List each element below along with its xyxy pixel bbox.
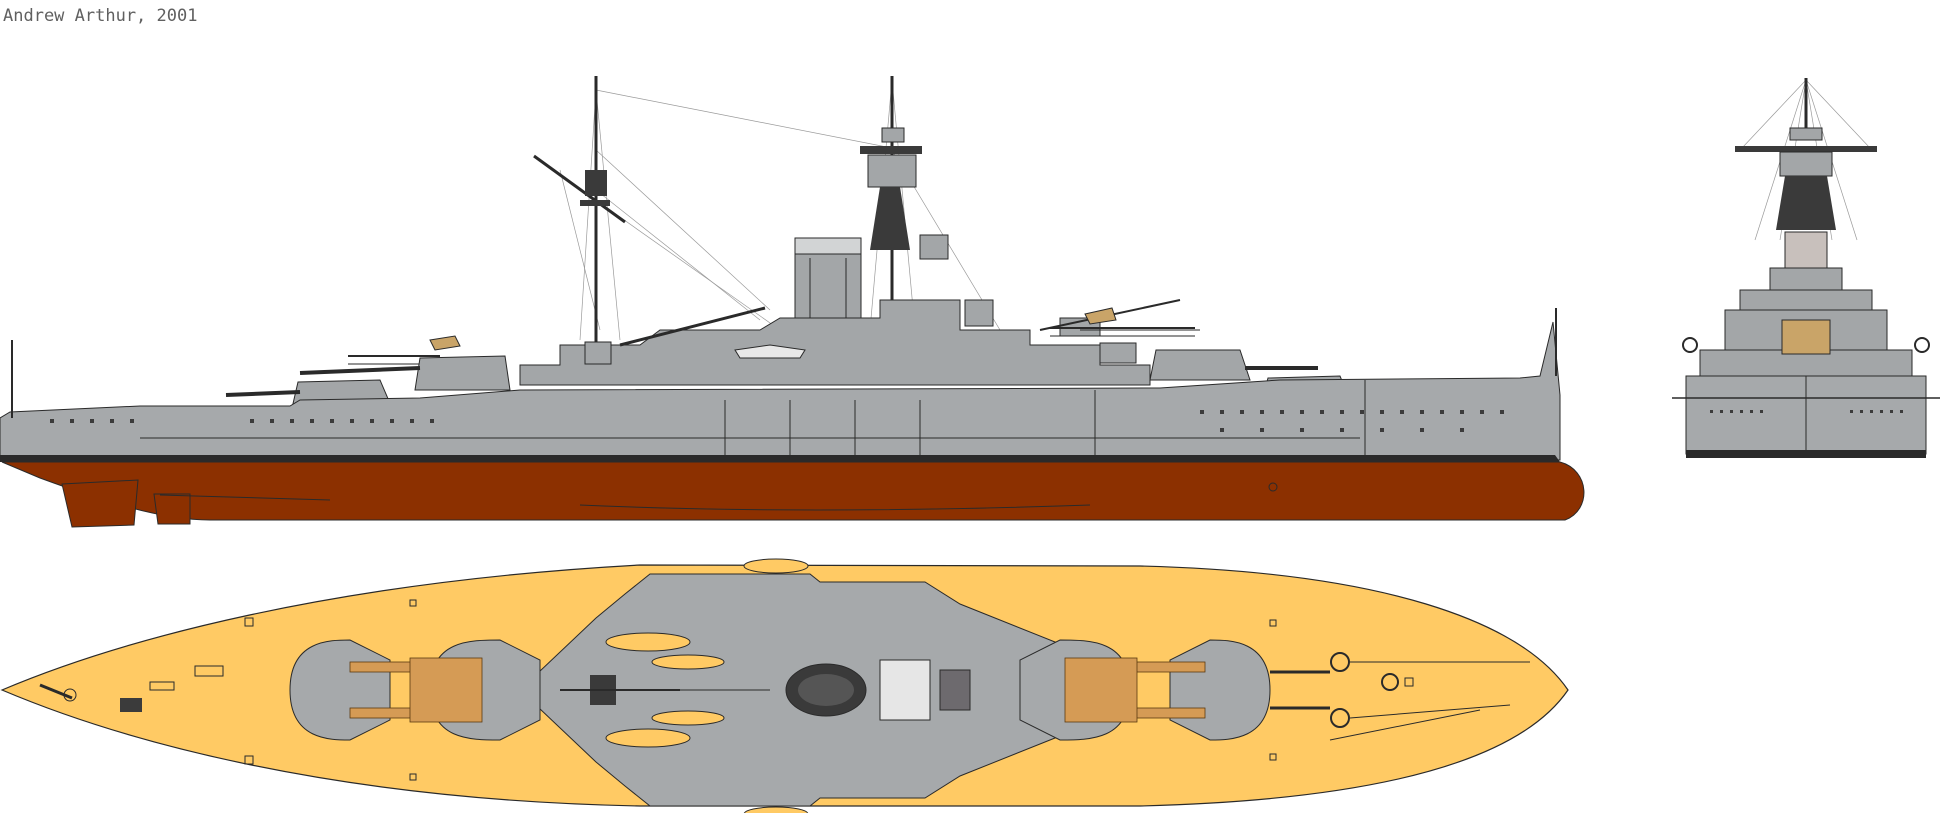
bow-portholes — [1710, 410, 1903, 413]
side-profile — [0, 76, 1585, 528]
side-hull-upper — [0, 321, 1561, 461]
side-fittings — [140, 380, 1366, 455]
bow-view — [1672, 78, 1940, 458]
side-portholes — [50, 410, 1504, 432]
artist-credit: Andrew Arthur, 2001 — [3, 6, 198, 26]
plan-turrets — [289, 639, 1330, 741]
masts — [533, 76, 949, 365]
superstructure — [348, 299, 1200, 386]
plan-boats — [560, 558, 809, 813]
plan-view — [0, 558, 1569, 813]
side-boot-topping — [0, 455, 1560, 462]
side-lower-hull — [1, 461, 1585, 521]
plan-deck-fittings — [39, 599, 1277, 781]
plan-anchor-gear — [1329, 652, 1530, 741]
